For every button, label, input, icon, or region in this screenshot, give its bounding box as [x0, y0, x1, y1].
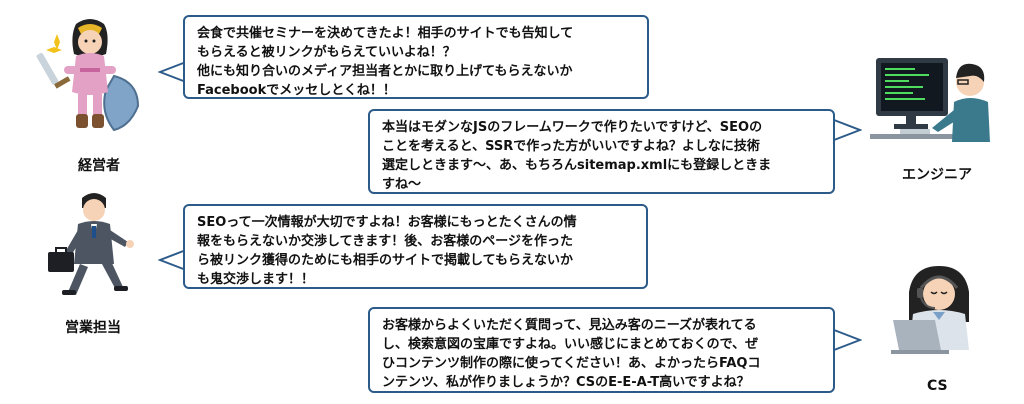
- persona-engineer: エンジニア: [870, 52, 1000, 192]
- bubble-line: 本当はモダンなJSのフレームワークで作りたいですけど、SEOの: [382, 120, 763, 135]
- programmer-at-monitor-icon: [870, 58, 990, 142]
- bubble-line: ンテンツ、私が作りましょうか？CSのE-E-A-T高いですよね？: [382, 375, 750, 390]
- bubble-line: 他にも知り合いのメディア担当者とかに取り上げてもらえないか: [197, 64, 573, 79]
- persona-label-sales: 営業担当: [65, 320, 121, 336]
- persona-label-executive: 経営者: [78, 158, 120, 174]
- speech-bubble-sales: SEOって一次情報が大切ですよね！お客様にもっとたくさんの情 報をもらえないか交…: [183, 204, 648, 289]
- persona-cs: CS: [885, 262, 995, 400]
- bubble-line: し、検索意図の宝庫ですよね。いい感じにまとめておくので、ぜ: [382, 337, 759, 352]
- bubble-tail-executive: [158, 61, 187, 83]
- bubble-line: 報をもらえないか交渉してきます！後、お客様のページを作った: [197, 234, 573, 249]
- bubble-tail-engineer: [833, 119, 862, 141]
- speech-bubble-executive: 会食で共催セミナーを決めてきたよ！相手のサイトでも告知して もらえると被リンクが…: [183, 15, 649, 99]
- bubble-tail-cs: [833, 329, 862, 351]
- persona-label-cs: CS: [927, 378, 948, 394]
- headset-operator-icon: [891, 266, 969, 354]
- businessman-with-briefcase-icon: [48, 193, 134, 295]
- speech-bubble-engineer: 本当はモダンなJSのフレームワークで作りたいですけど、SEOの ことを考えると、…: [368, 109, 835, 194]
- bubble-line: もらえると被リンクがもらえていいよね！？: [197, 45, 456, 60]
- bubble-line: Facebookでメッセしとくね！！: [197, 83, 396, 98]
- bubble-line: ら被リンク獲得のためにも相手のサイトで掲載してもらえないか: [197, 253, 573, 268]
- persona-label-engineer: エンジニア: [902, 167, 972, 183]
- persona-executive: 経営者: [30, 10, 160, 180]
- bubble-line: ひコンテンツ制作の際に使ってください！あ、よかったらFAQコ: [382, 356, 761, 371]
- bubble-line: ことを考えると、SSRで作った方がいいですよね？よしなに技術: [382, 139, 760, 154]
- bubble-line: SEOって一次情報が大切ですよね！お客様にもっとたくさんの情: [197, 215, 577, 230]
- knight-warrior-icon: [36, 19, 140, 132]
- speech-bubble-cs: お客様からよくいただく質問って、見込み客のニーズが表れてる し、検索意図の宝庫で…: [368, 307, 835, 393]
- bubble-line: 選定しときます〜、あ、もちろんsitemap.xmlにも登録しときま: [382, 158, 772, 173]
- bubble-line: すね〜: [382, 177, 422, 192]
- bubble-line: も鬼交渉します！！: [197, 272, 315, 287]
- bubble-line: お客様からよくいただく質問って、見込み客のニーズが表れてる: [382, 318, 757, 333]
- persona-sales: 営業担当: [40, 190, 170, 350]
- bubble-tail-sales: [158, 249, 187, 271]
- bubble-line: 会食で共催セミナーを決めてきたよ！相手のサイトでも告知して: [197, 26, 574, 41]
